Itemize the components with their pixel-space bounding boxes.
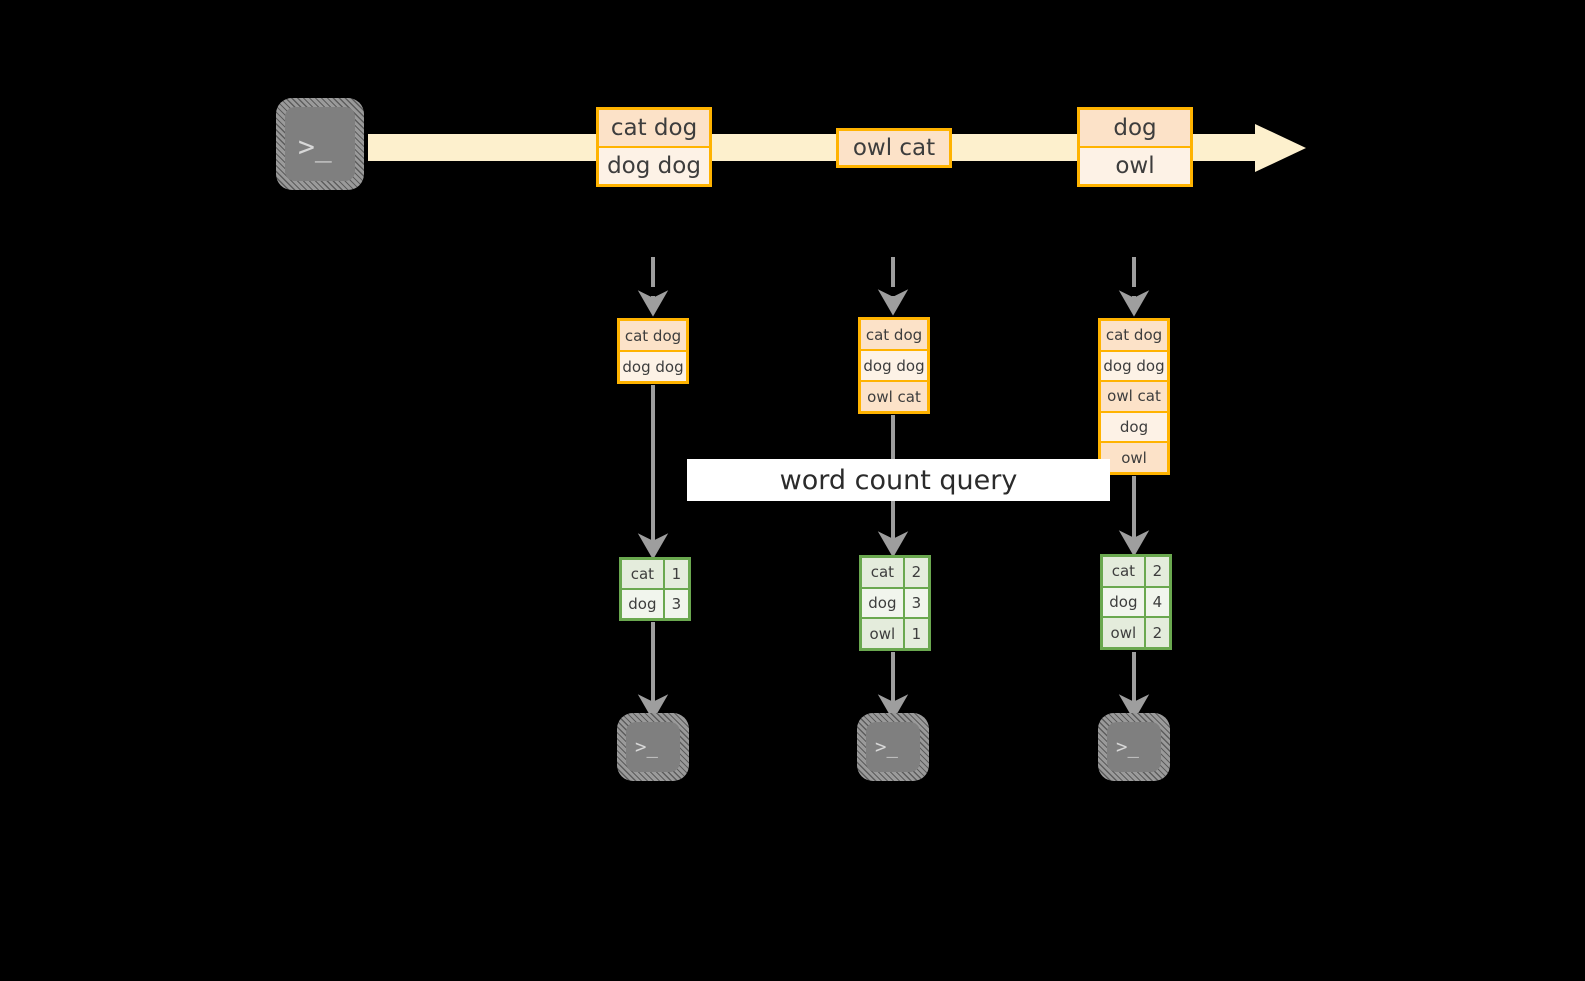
terminal-prompt-glyph: >_ — [635, 736, 658, 758]
stream-event: cat dog — [599, 110, 709, 148]
word-cell: cat — [622, 560, 665, 588]
terminal-face — [285, 107, 355, 181]
table-row: cat 2 — [1103, 557, 1169, 588]
state-row: cat dog — [861, 320, 927, 351]
terminal-face — [626, 722, 680, 772]
state-row: cat dog — [620, 321, 686, 352]
word-cell: cat — [862, 558, 905, 587]
result-table-column-2[interactable]: cat 2 dog 3 owl 1 — [859, 555, 931, 651]
word-cell: dog — [622, 590, 665, 618]
table-row: dog 3 — [622, 590, 688, 618]
terminal-prompt-glyph: >_ — [298, 130, 332, 163]
count-cell: 3 — [664, 590, 688, 618]
state-box-column-2[interactable]: cat dog dog dog owl cat — [858, 317, 930, 414]
count-cell: 1 — [904, 619, 928, 649]
sink-terminal-icon-3: >_ — [1098, 713, 1170, 781]
stream-arrowhead-icon — [1255, 124, 1306, 172]
terminal-prompt-glyph: >_ — [875, 736, 898, 758]
state-row: cat dog — [1101, 321, 1167, 352]
state-row: owl cat — [1101, 382, 1167, 413]
table-row: dog 4 — [1103, 587, 1169, 619]
count-cell: 4 — [1145, 587, 1169, 617]
stream-batch-3[interactable]: dog owl — [1077, 107, 1193, 187]
sink-terminal-icon-1: >_ — [617, 713, 689, 781]
result-table-column-3[interactable]: cat 2 dog 4 owl 2 — [1100, 554, 1172, 650]
word-cell: owl — [1103, 618, 1146, 648]
terminal-face — [1107, 722, 1161, 772]
sink-terminal-icon-2: >_ — [857, 713, 929, 781]
dashed-tap-arrows — [637, 257, 1150, 317]
table-row: owl 1 — [862, 619, 928, 649]
terminal-prompt-glyph: >_ — [1116, 736, 1139, 758]
state-box-column-1[interactable]: cat dog dog dog — [617, 318, 689, 384]
state-row: dog dog — [620, 352, 686, 381]
word-cell: owl — [862, 619, 905, 649]
count-cell: 1 — [664, 560, 688, 588]
state-row: owl cat — [861, 382, 927, 411]
terminal-face — [866, 722, 920, 772]
stream-event: owl — [1080, 148, 1190, 184]
word-cell: dog — [862, 588, 905, 618]
table-row: owl 2 — [1103, 618, 1169, 648]
state-row: owl — [1101, 443, 1167, 472]
stream-batch-2[interactable]: owl cat — [836, 128, 952, 168]
stream-event: dog dog — [599, 148, 709, 184]
count-cell: 2 — [1145, 618, 1169, 648]
source-terminal-icon: >_ — [276, 98, 364, 190]
query-label: word count query — [687, 459, 1110, 501]
count-cell: 3 — [904, 588, 928, 618]
state-row: dog — [1101, 412, 1167, 444]
table-row: cat 2 — [862, 558, 928, 589]
state-row: dog dog — [861, 351, 927, 382]
stream-event: dog — [1080, 110, 1190, 148]
count-cell: 2 — [904, 558, 928, 587]
word-cell: cat — [1103, 557, 1146, 586]
word-cell: dog — [1103, 587, 1146, 617]
count-cell: 2 — [1145, 557, 1169, 586]
table-row: cat 1 — [622, 560, 688, 590]
state-row: dog dog — [1101, 351, 1167, 383]
result-table-column-1[interactable]: cat 1 dog 3 — [619, 557, 691, 621]
sink-arrows — [637, 622, 1150, 721]
table-row: dog 3 — [862, 588, 928, 620]
stream-event: owl cat — [839, 131, 949, 165]
state-box-column-3[interactable]: cat dog dog dog owl cat dog owl — [1098, 318, 1170, 475]
stream-batch-1[interactable]: cat dog dog dog — [596, 107, 712, 187]
